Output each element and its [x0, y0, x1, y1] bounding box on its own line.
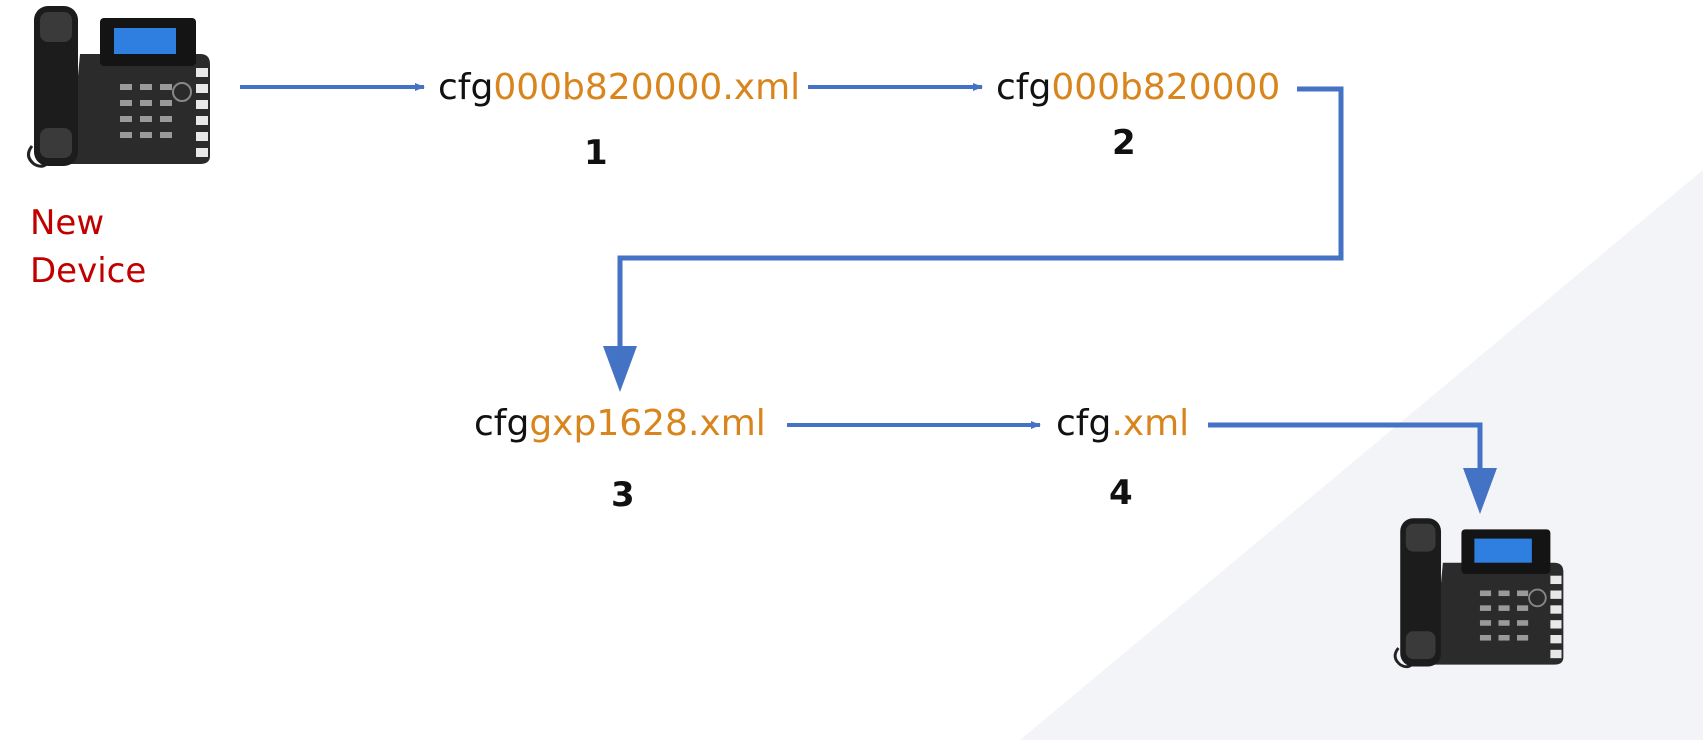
- step-1-number: 1: [584, 133, 608, 173]
- step-1-filename: cfg000b820000.xml: [438, 70, 800, 106]
- new-device-label-line2: Device: [30, 250, 147, 291]
- step-2-filename-suffix: 000b820000: [1051, 67, 1281, 108]
- step-4-number: 4: [1109, 473, 1133, 513]
- arrow-step-4-to-device-head: [1463, 468, 1497, 514]
- desk-phone-icon: [27, 6, 210, 168]
- step-4-filename: cfg.xml: [1056, 406, 1189, 442]
- arrow-step-2-to-step-3-head: [603, 346, 637, 392]
- new-device-label: New Device: [30, 200, 146, 295]
- step-2-number: 2: [1112, 123, 1136, 163]
- step-3-filename: cfggxp1628.xml: [474, 406, 766, 442]
- arrow-step-4-to-device: [1208, 422, 1483, 472]
- new-device-label-line1: New: [30, 203, 105, 243]
- step-1-filename-prefix: cfg: [438, 67, 494, 108]
- desk-phone-icon: [1393, 518, 1564, 669]
- arrow-step-2-to-step-3: [617, 86, 1344, 350]
- step-3-filename-prefix: cfg: [474, 403, 530, 444]
- step-3-filename-suffix: gxp1628.xml: [529, 403, 766, 444]
- step-3-number: 3: [611, 475, 635, 515]
- step-2-filename: cfg000b820000: [996, 70, 1280, 106]
- step-1-filename-suffix: 000b820000.xml: [493, 67, 801, 108]
- step-2-filename-prefix: cfg: [996, 67, 1052, 108]
- step-4-filename-suffix: .xml: [1111, 403, 1190, 444]
- step-4-filename-prefix: cfg: [1056, 403, 1112, 444]
